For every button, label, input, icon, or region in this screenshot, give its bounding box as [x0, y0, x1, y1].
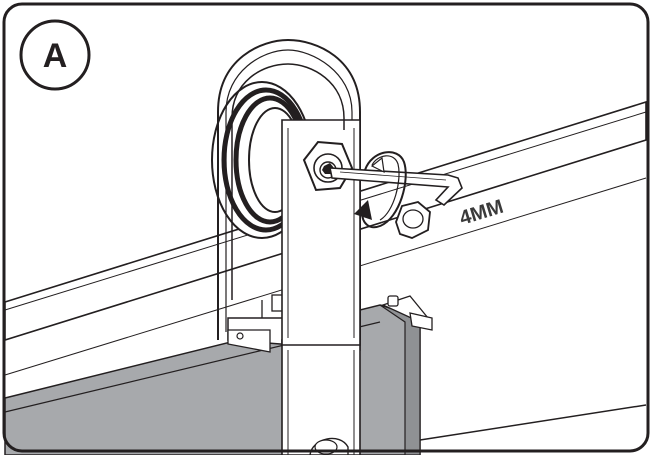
- step-badge: A: [19, 19, 91, 91]
- curved-arrow-icon: [354, 151, 407, 229]
- hex-key-icon: [329, 167, 463, 207]
- step-letter: A: [43, 37, 68, 75]
- rail-bolt: [395, 201, 431, 239]
- door-top-bracket: [381, 295, 433, 331]
- wrench-size-label: 4MM: [457, 196, 506, 230]
- hanger-strap-lower: [281, 339, 361, 455]
